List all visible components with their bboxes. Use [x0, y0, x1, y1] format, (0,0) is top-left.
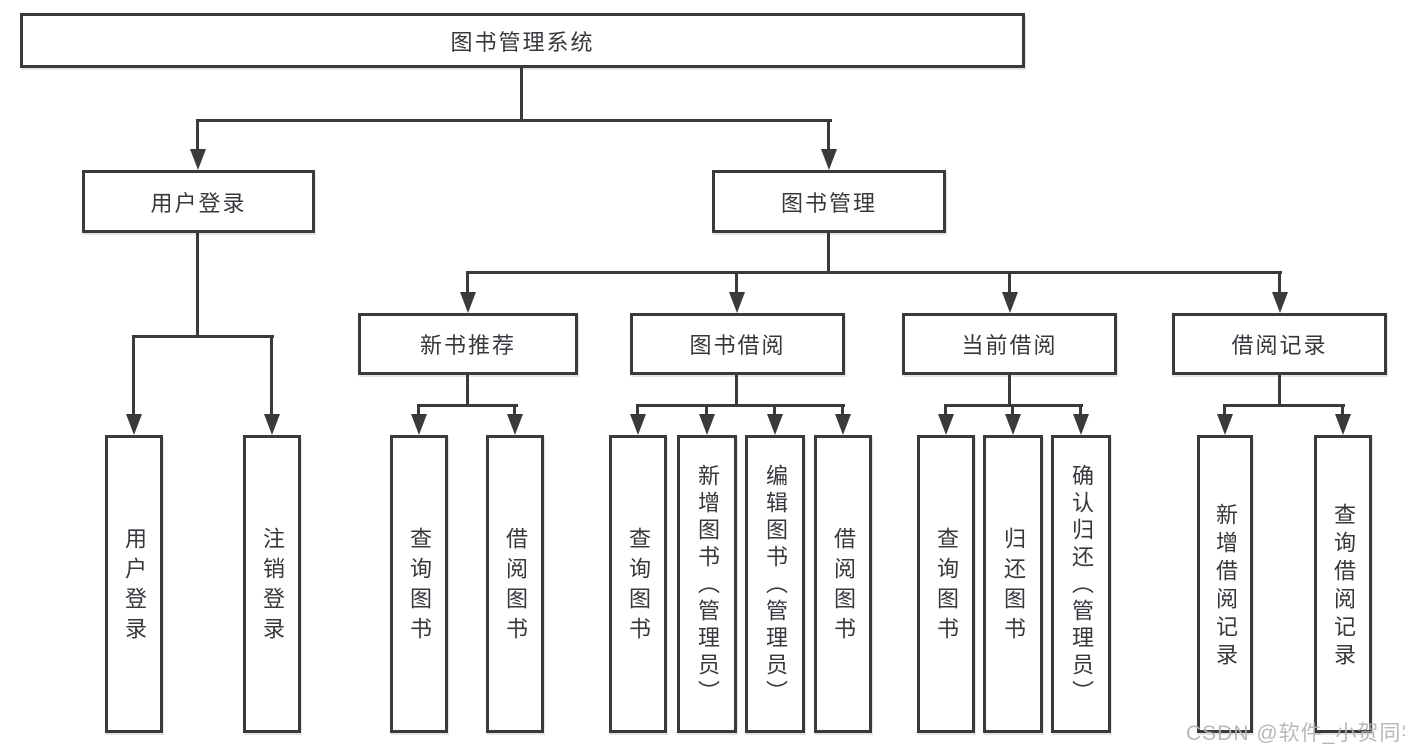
arrowhead-add-borrow-record — [1217, 414, 1233, 435]
node-user-login: 用户登录 — [82, 170, 315, 233]
csdn-watermark: CSDN @软件_小贺同学 — [1186, 722, 1405, 745]
edge-drop-add-borrow-record — [1223, 404, 1226, 416]
arrowhead-edit-books — [767, 414, 783, 435]
arrowhead-current-borrowing — [1002, 292, 1018, 313]
arrowhead-query-books-1 — [411, 414, 427, 435]
edge-new-book-bus — [417, 404, 518, 407]
edge-book-borrowing-stem — [735, 375, 738, 407]
edge-current-borrowing-stem — [1008, 375, 1011, 407]
arrowhead-user-login — [190, 149, 206, 170]
arrowhead-borrow-books-2 — [835, 414, 851, 435]
node-current-borrowing: 当前借阅 — [902, 313, 1117, 375]
edge-book-borrowing-bus — [636, 404, 845, 407]
edge-drop-confirm-return — [1079, 404, 1082, 416]
edge-drop-return-books — [1011, 404, 1014, 416]
node-book-borrowing: 图书借阅 — [630, 313, 845, 375]
arrowhead-book-management — [821, 149, 837, 170]
edge-drop-book-management — [827, 119, 830, 150]
leaf-logout: 注销登录 — [243, 435, 301, 733]
edge-drop-borrow-books-1 — [513, 404, 516, 416]
edge-drop-query-books-1 — [417, 404, 420, 416]
leaf-query-books-2: 查询图书 — [609, 435, 667, 733]
edge-drop-borrowing-records — [1278, 271, 1281, 293]
leaf-add-borrow-record: 新增借阅记录 — [1197, 435, 1253, 733]
leaf-borrow-books-2: 借阅图书 — [814, 435, 872, 733]
arrowhead-book-borrowing — [729, 292, 745, 313]
edge-drop-user-login — [196, 119, 199, 150]
edge-root-stem — [520, 68, 523, 121]
edge-root-bus — [196, 119, 832, 122]
edge-drop-book-borrowing — [735, 271, 738, 293]
edge-user-login-bus — [132, 335, 274, 338]
leaf-edit-books-admin: 编辑图书（管理员） — [745, 435, 805, 733]
arrowhead-query-borrow-record — [1335, 414, 1351, 435]
edge-new-book-stem — [466, 375, 469, 407]
leaf-query-books-1: 查询图书 — [390, 435, 448, 733]
arrowhead-query-books-2 — [630, 414, 646, 435]
arrowhead-query-books-3 — [938, 414, 954, 435]
leaf-query-borrow-record: 查询借阅记录 — [1314, 435, 1372, 733]
node-new-book-recommend: 新书推荐 — [358, 313, 578, 375]
edge-user-login-stem — [196, 233, 199, 337]
leaf-user-login: 用户登录 — [105, 435, 163, 733]
leaf-borrow-books-1: 借阅图书 — [486, 435, 544, 733]
arrowhead-add-books — [699, 414, 715, 435]
edge-borrowing-records-bus — [1223, 404, 1345, 407]
edge-drop-query-books-2 — [636, 404, 639, 416]
edge-book-management-stem — [827, 233, 830, 274]
edge-drop-leaf-user-login — [132, 335, 135, 416]
edge-borrowing-records-stem — [1278, 375, 1281, 407]
arrowhead-borrowing-records — [1272, 292, 1288, 313]
leaf-add-books-admin: 新增图书（管理员） — [677, 435, 737, 733]
edge-level3-bus — [466, 271, 1282, 274]
edge-drop-new-book-recommend — [466, 271, 469, 293]
node-borrowing-records: 借阅记录 — [1172, 313, 1387, 375]
arrowhead-new-book-recommend — [460, 292, 476, 313]
arrowhead-leaf-user-login — [126, 414, 142, 435]
arrowhead-return-books — [1005, 414, 1021, 435]
edge-drop-query-borrow-record — [1341, 404, 1344, 416]
edge-drop-current-borrowing — [1008, 271, 1011, 293]
arrowhead-leaf-logout — [264, 414, 280, 435]
arrowhead-borrow-books-1 — [507, 414, 523, 435]
edge-drop-leaf-logout — [270, 335, 273, 416]
leaf-return-books: 归还图书 — [983, 435, 1043, 733]
edge-drop-query-books-3 — [944, 404, 947, 416]
arrowhead-confirm-return — [1073, 414, 1089, 435]
leaf-query-books-3: 查询图书 — [917, 435, 975, 733]
leaf-confirm-return-admin: 确认归还（管理员） — [1051, 435, 1111, 733]
node-root-library-management-system: 图书管理系统 — [20, 13, 1025, 68]
edge-drop-edit-books — [773, 404, 776, 416]
node-book-management: 图书管理 — [712, 170, 946, 233]
edge-drop-borrow-books-2 — [841, 404, 844, 416]
edge-drop-add-books — [705, 404, 708, 416]
